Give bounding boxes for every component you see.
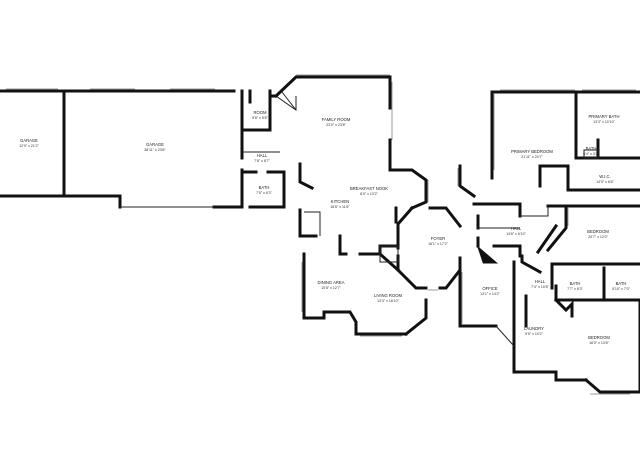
room-name: BEDROOM (588, 335, 610, 340)
room-dims: 8'0" x 13'2" (360, 192, 378, 196)
room-name: DINING AREA (318, 280, 345, 285)
room-name: BATH (586, 146, 597, 151)
room-name: BREAKFAST NOOK (350, 186, 388, 191)
room-labels: GARAGE 12'9" x 21'2" GARAGE 38'11" x 23'… (19, 110, 630, 345)
room-name: BEDROOM (587, 229, 609, 234)
room-dims: 7'7" x 6'3" (567, 287, 583, 291)
room-dims: 20'7" x 12'0" (588, 235, 608, 239)
room-dims: 16'0" x 13'6" (589, 341, 609, 345)
room-dims: 14'5" x 6'6" (596, 180, 614, 184)
room-name: LAUNDRY (524, 326, 544, 331)
room-name: W.I.C. (599, 174, 610, 179)
room-dims: 13'3" x 10'10" (593, 120, 615, 124)
room-dims: 5'10" x 7'0" (612, 287, 630, 291)
room-name: PRIMARY BEDROOM (511, 149, 553, 154)
room-dims: 7'5" x 6'3" (256, 191, 272, 195)
walls (0, 74, 640, 395)
room-dims: 14'6" x 6'10" (506, 232, 526, 236)
room-dims: 7'8" x 8'7" (254, 159, 270, 163)
room-name: BATH (616, 281, 627, 286)
room-name: FOYER (431, 236, 445, 241)
room-name: LIVING ROOM (374, 293, 402, 298)
room-dims: 9'8" x 9'8" (252, 116, 268, 120)
room-dims: 13'3" x 16'10" (377, 299, 399, 303)
room-dims: 23'0" x 23'8" (326, 123, 346, 127)
room-dims: 18'6" x 11'6" (330, 205, 350, 209)
room-name: BATH (259, 185, 270, 190)
room-dims: 12'9" x 21'2" (19, 144, 39, 148)
room-name: BATH (570, 281, 581, 286)
room-dims: 16'1" x 17'2" (428, 242, 448, 246)
room-dims: 6'4" x 3'2" (583, 152, 599, 156)
room-name: HALL (257, 153, 268, 158)
room-name: GARAGE (146, 142, 164, 147)
room-name: OFFICE (482, 286, 498, 291)
room-name: HALL (535, 279, 546, 284)
room-name: KITCHEN (331, 199, 349, 204)
room-name: PRIMARY BATH (589, 114, 620, 119)
room-dims: 9'5" x 10'2" (525, 332, 543, 336)
room-dims: 13'1" x 14'2" (480, 292, 500, 296)
room-name: ROOM (253, 110, 267, 115)
room-dims: 21'11" x 20'7" (521, 155, 543, 159)
room-dims: 10'8" x 12'7" (321, 286, 341, 290)
room-dims: 7'4" x 10'6" (531, 285, 549, 289)
room-name: HALL (511, 226, 522, 231)
room-name: GARAGE (20, 138, 38, 143)
room-name: FAMILY ROOM (322, 117, 351, 122)
room-dims: 38'11" x 23'6" (144, 148, 166, 152)
